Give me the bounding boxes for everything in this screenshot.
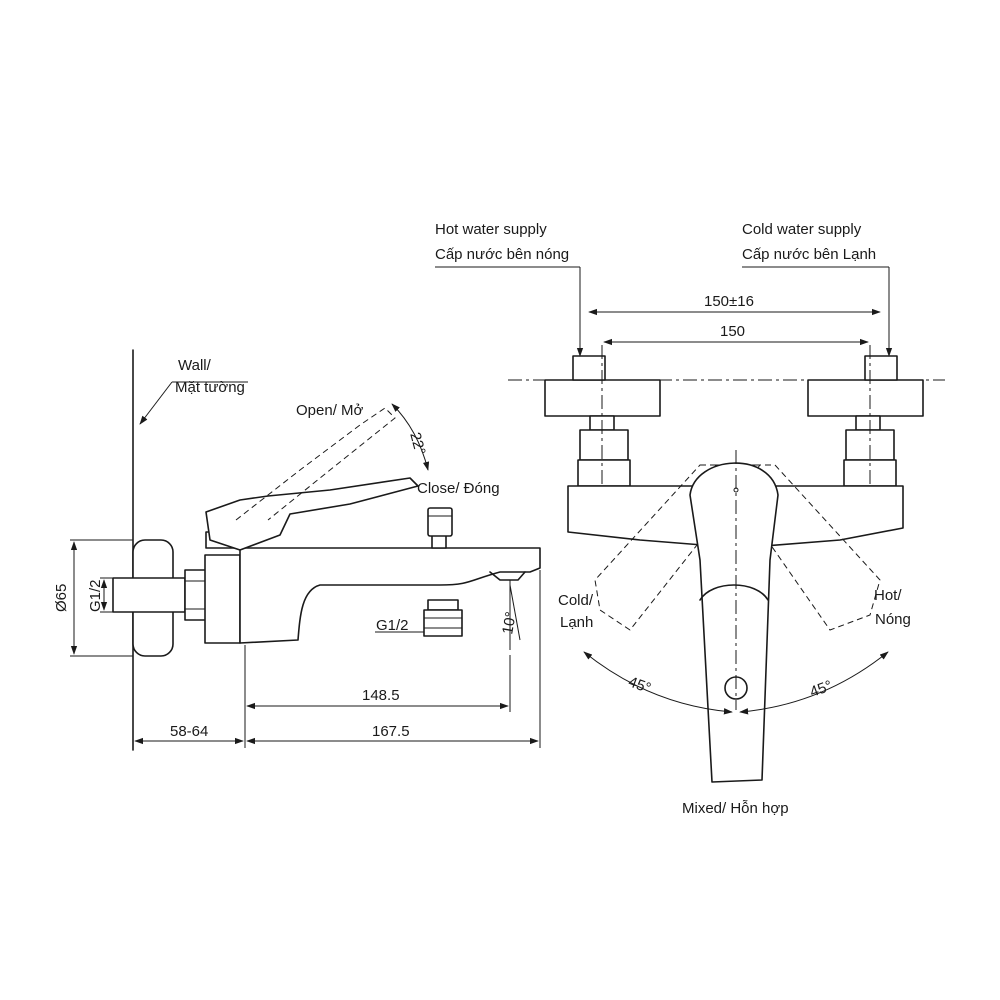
open-label: Open/ Mở [296,402,364,419]
front-view: 45° 45° Cold/ Lạnh Hot/ Nóng Mixed/ Hỗn … [435,221,945,817]
outlet-collar [427,599,459,611]
hot-supply-label: Hot water supply [435,221,547,238]
body-length-value: 167.5 [372,723,410,740]
angle-left: 45° [626,673,653,697]
cold-supply-label: Cold water supply [742,221,862,238]
arc-hot [739,651,889,715]
hot-connector-nut [579,429,629,461]
front-handle[interactable] [689,462,779,783]
hot-supply-stub [572,355,606,381]
centers-value: 150 [720,323,745,340]
arc-cold [583,651,733,715]
centers-tolerance-value: 150±16 [704,293,754,310]
outlet-nut [423,609,463,637]
mixed-label: Mixed/ Hỗn hợp [682,800,789,817]
spout-angle: 10° [499,610,520,635]
diverter-knob[interactable] [427,507,453,537]
inlet-pipe [112,577,186,613]
close-label: Close/ Đóng [417,480,500,497]
wall-label-vi: Mặt tường [175,379,245,396]
valve-body [239,547,541,644]
outlet-thread-label: G1/2 [376,617,409,634]
hot-supply-label-vi: Cấp nước bên nóng [435,246,569,263]
spout-outlet [489,571,526,581]
angle-right: 45° [808,677,835,701]
handle-angle: 22° [406,430,428,456]
hot-label: Hot/ [874,587,902,604]
handle-open-ghost [235,407,396,521]
wall-label: Wall/ [178,357,212,374]
handle-lever[interactable] [205,477,419,551]
hot-label-vi: Nóng [875,611,911,628]
wall-offset-value: 58-64 [170,723,208,740]
handle-hot-ghost [714,464,881,631]
cold-label: Cold/ [558,592,594,609]
flange-diameter: Ø65 [53,584,70,612]
cold-supply-label-vi: Cấp nước bên Lạnh [742,246,876,263]
side-view: Wall/ Mặt tường 10° G1/2 [53,349,541,751]
inlet-thread-label: G1/2 [87,579,104,612]
spout-reach-value: 148.5 [362,687,400,704]
connector-collar [204,554,241,644]
right-flange [807,379,924,417]
wall-leader [139,381,173,425]
handle-arc [391,403,430,471]
cold-label-vi: Lạnh [560,614,593,631]
